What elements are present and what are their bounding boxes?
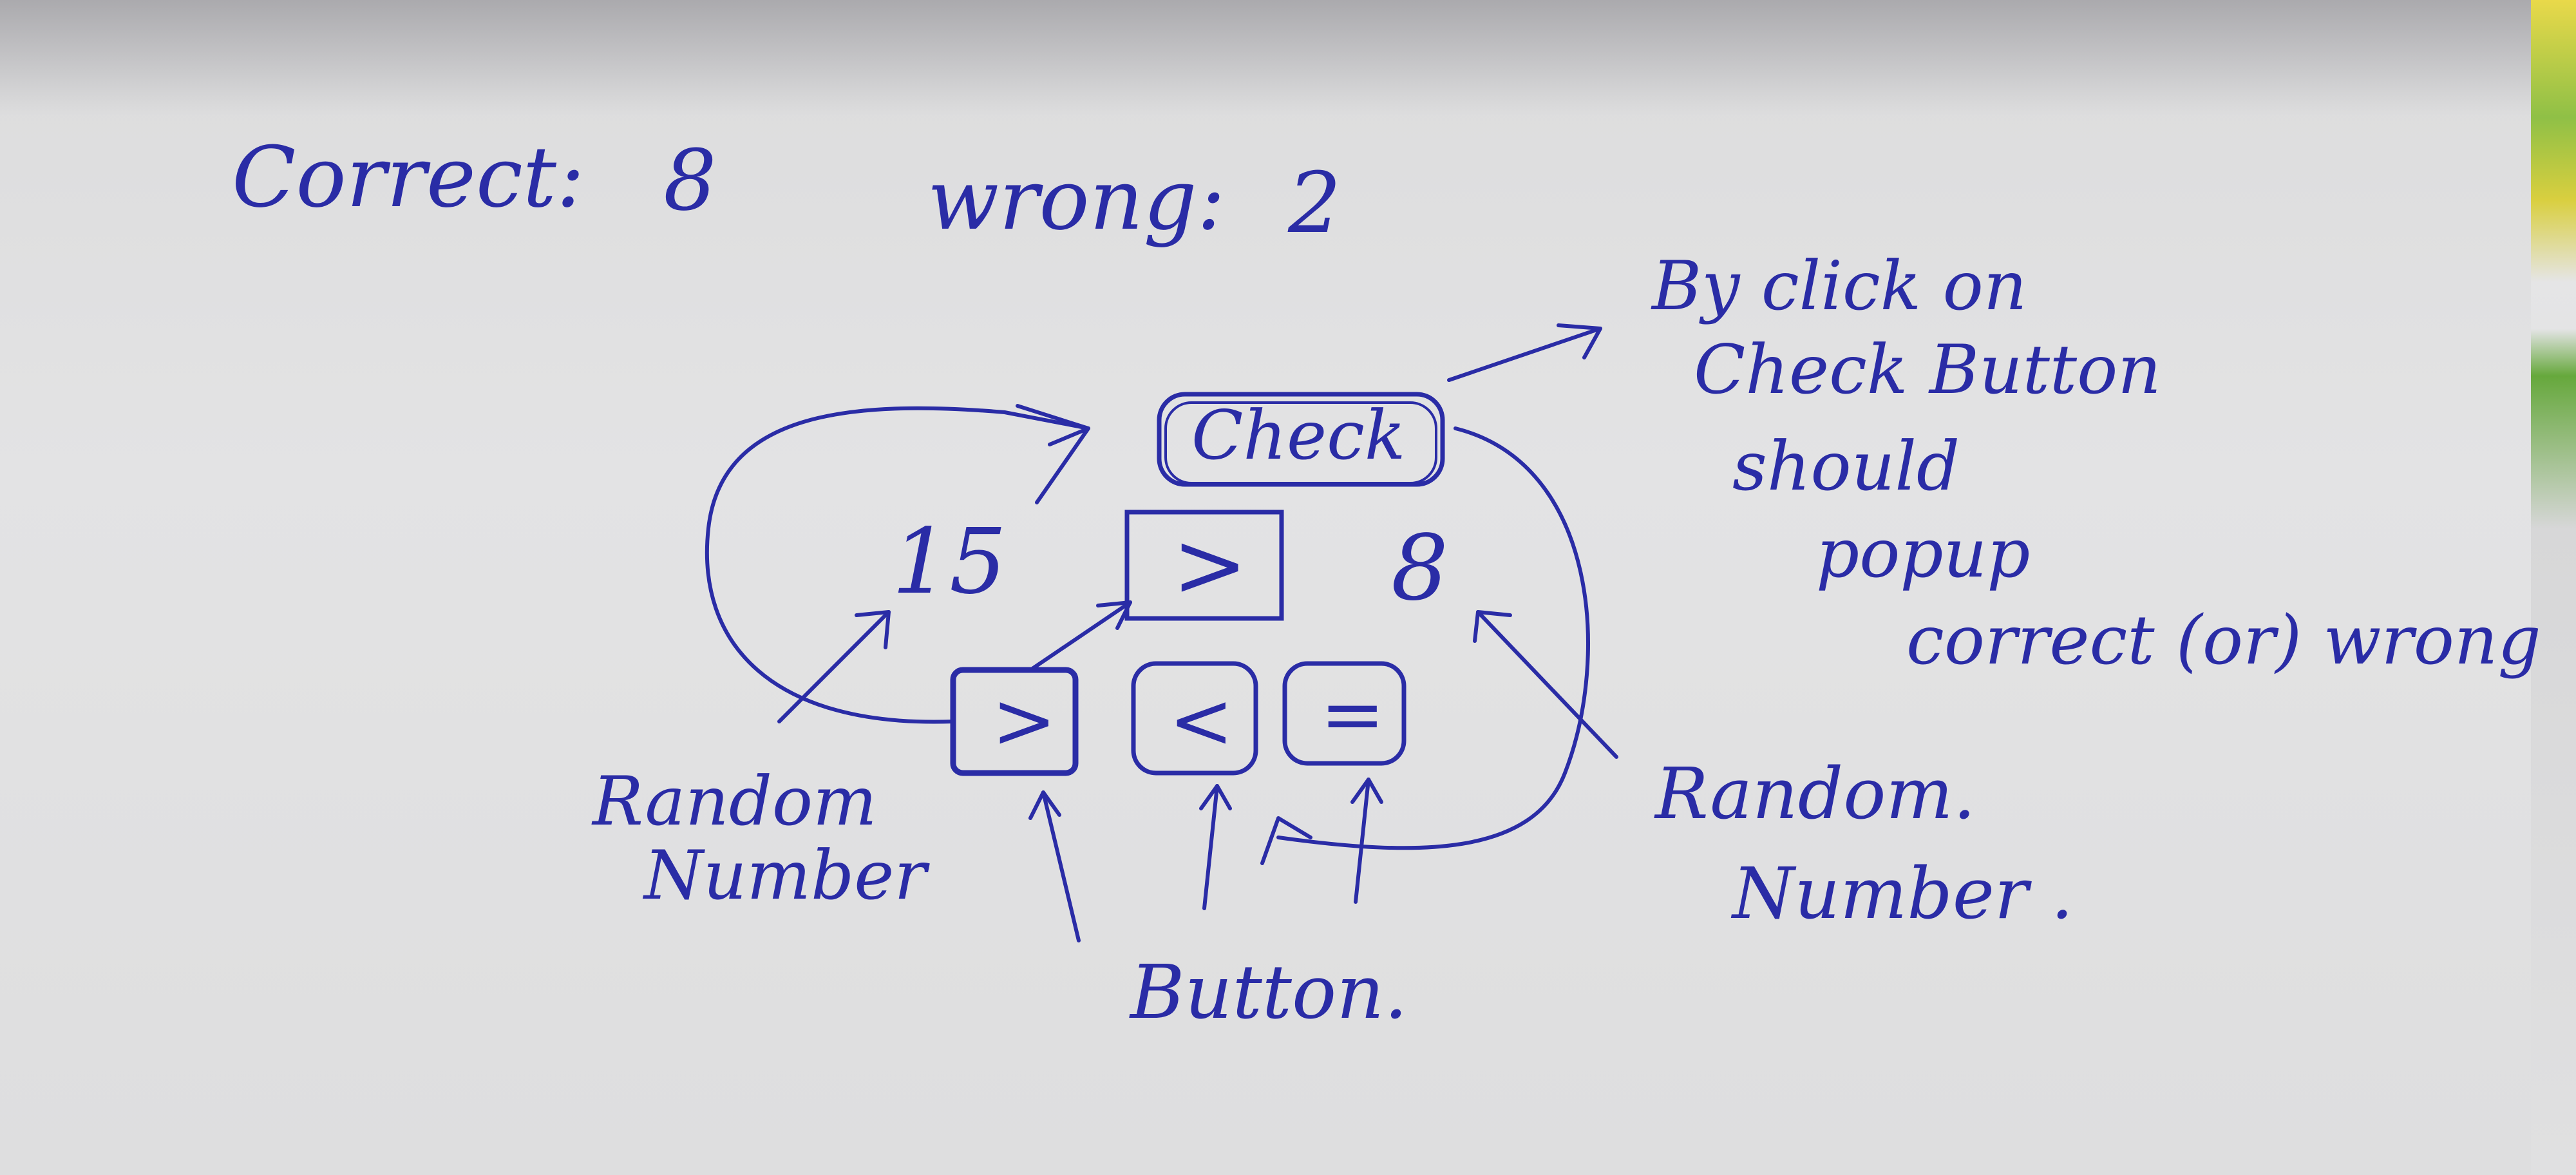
answer-symbol: > (1172, 513, 1247, 618)
arrow-random-right (1476, 610, 1618, 759)
correct-label: Correct: (232, 128, 585, 226)
check-note-line3: should (1732, 427, 1960, 506)
check-note-line2: Check Button (1694, 330, 2161, 409)
arrow-button-2 (1202, 784, 1219, 910)
arrowhead-check-note (1557, 323, 1602, 359)
arrow-button-3 (1354, 778, 1370, 904)
button-annotation: Button. (1129, 950, 1408, 1036)
greater-than-button[interactable]: > (950, 667, 1079, 776)
loop-arrow-right (1276, 426, 1590, 850)
greater-than-symbol: > (992, 676, 1057, 766)
arrowhead-loop-right (1260, 816, 1312, 865)
arrow-to-answer (1028, 600, 1132, 672)
less-than-button[interactable]: < (1131, 661, 1258, 776)
wrong-label: wrong: (927, 151, 1225, 249)
paper-shadow (0, 0, 2576, 116)
arrowhead-random-right (1473, 610, 1512, 643)
random-number-left-line2: Number (642, 836, 930, 915)
arrowhead-check-left (1016, 404, 1090, 446)
right-random-number: 8 (1391, 516, 1448, 621)
equals-symbol: = (1320, 670, 1385, 759)
random-number-left-line1: Random (591, 762, 877, 841)
arrow-check-note (1447, 327, 1602, 382)
check-note-line5: correct (or) wrong (1906, 601, 2541, 680)
arrowhead-button-3 (1350, 778, 1383, 804)
equals-button[interactable]: = (1282, 661, 1406, 766)
check-note-line4: popup (1816, 514, 2030, 593)
arrowhead-random-left (855, 610, 891, 649)
arrowhead-button-1 (1028, 790, 1061, 820)
check-note-line1: By click on (1651, 247, 2027, 325)
left-random-number: 15 (892, 510, 1007, 615)
arrowhead-answer (1096, 600, 1132, 630)
arrowhead-button-2 (1199, 784, 1232, 810)
arrow-button-1 (1041, 790, 1081, 942)
arrow-random-left (777, 610, 891, 723)
wrong-value: 2 (1287, 154, 1341, 252)
check-button[interactable]: Check (1157, 392, 1445, 487)
loop-arrow-left (705, 406, 1090, 724)
check-button-label: Check (1191, 396, 1406, 475)
background-object-edge (2531, 0, 2576, 1175)
random-number-right-line2: Number . (1730, 852, 2073, 935)
correct-value: 8 (663, 131, 717, 229)
answer-display-box: > (1124, 510, 1284, 621)
random-number-right-line1: Random. (1654, 752, 1976, 835)
less-than-symbol: < (1169, 676, 1234, 766)
